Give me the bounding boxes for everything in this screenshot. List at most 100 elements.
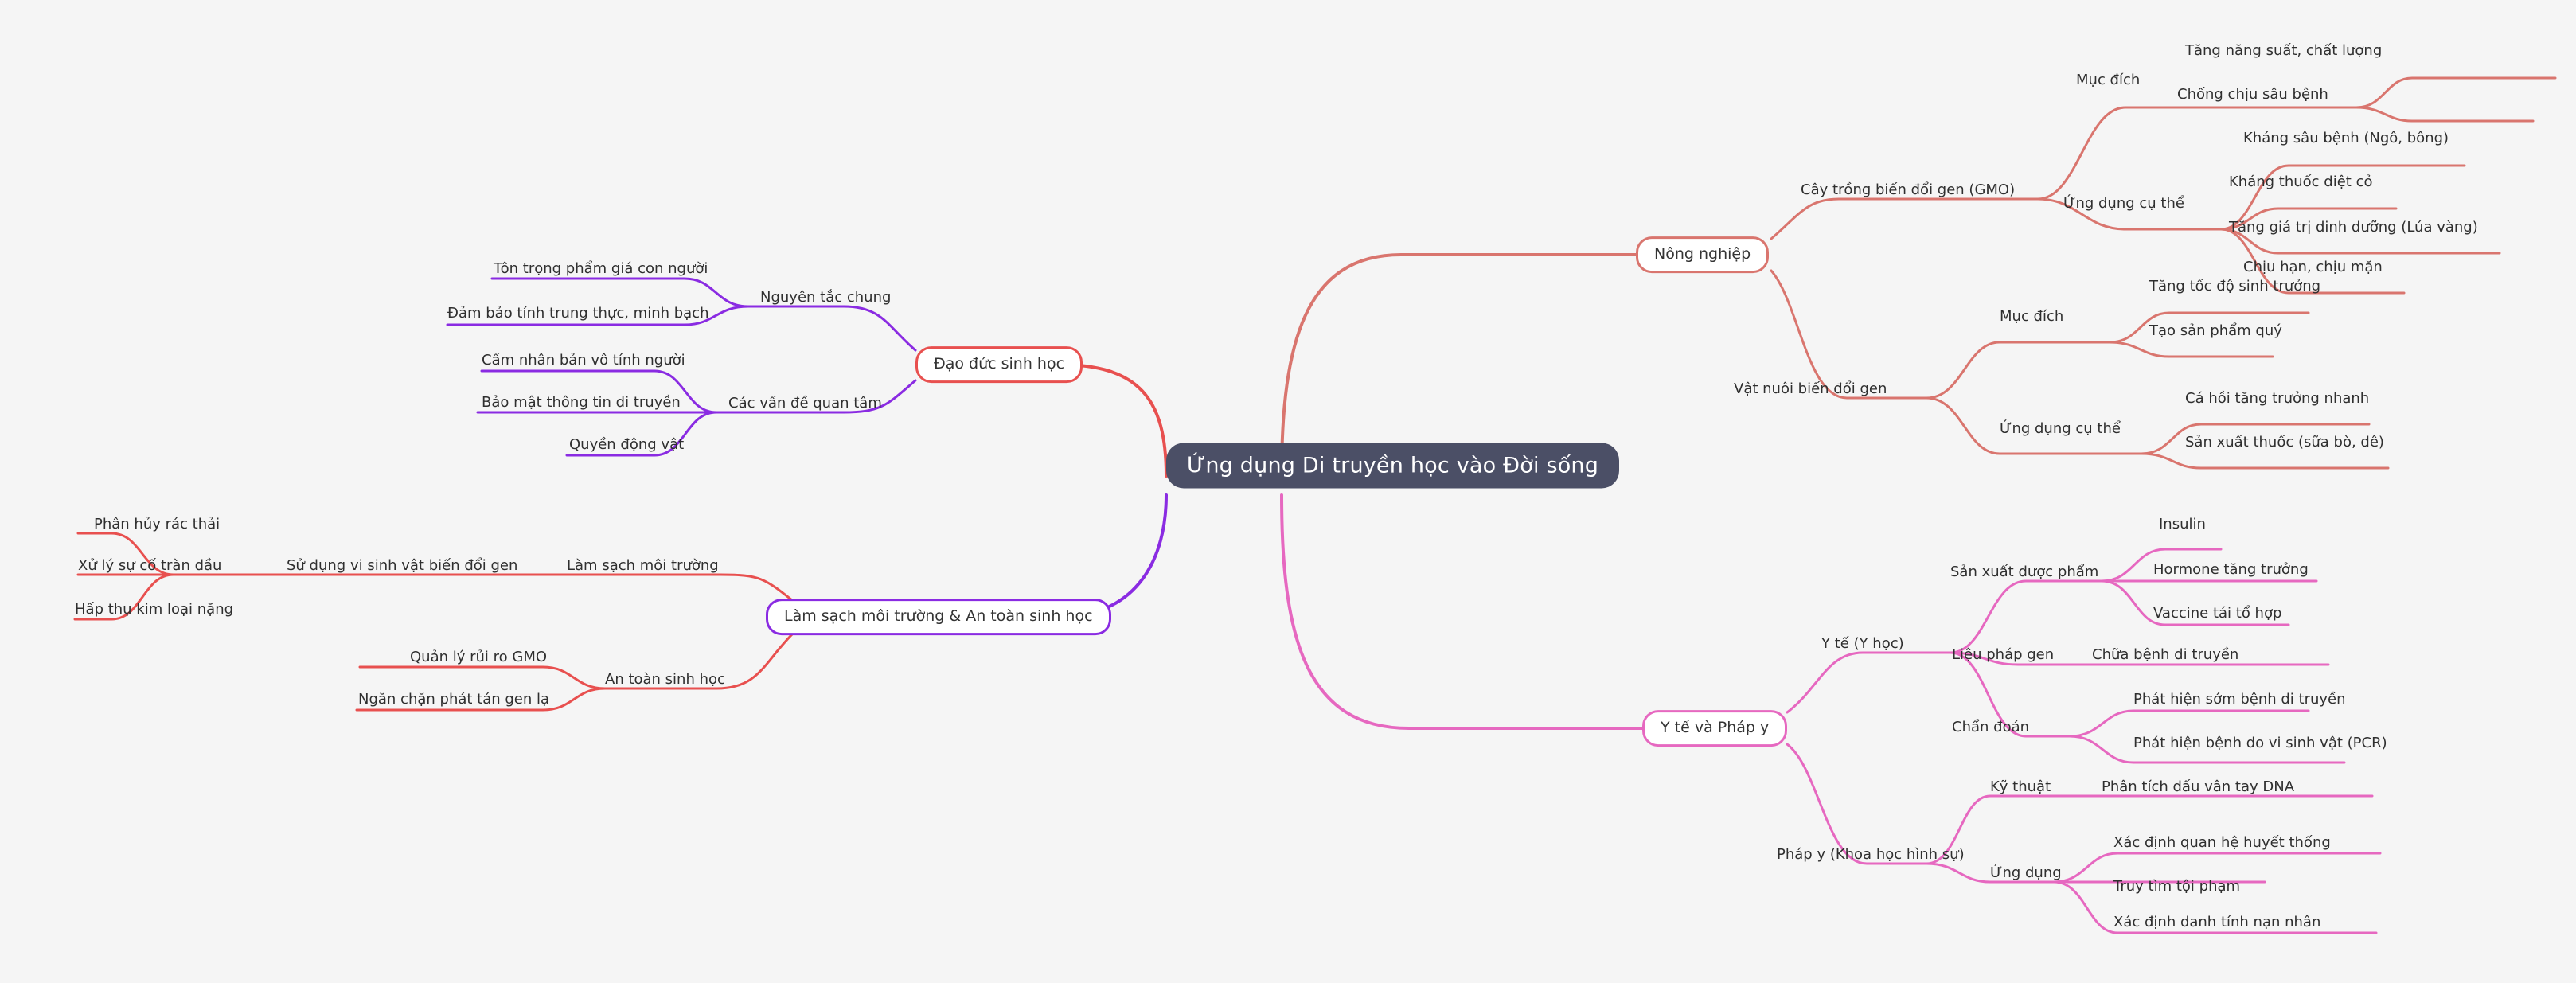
edge-root-medical [1280, 493, 1644, 731]
edge-animals-purpose-leaf-1 [2108, 341, 2274, 358]
leaf-principles-0-label: Tôn trọng phẩm giá con người [494, 260, 708, 277]
leaf-gene-therapy-0[interactable]: Chữa bệnh di truyền [2092, 646, 2238, 664]
leaf-issues-1-label: Bảo mật thông tin di truyền [482, 394, 681, 411]
node-gene-therapy-label: Liệu pháp gen [1952, 646, 2055, 663]
leaf-animals-purpose-1[interactable]: Tạo sản phẩm quý [2149, 322, 2282, 340]
node-health[interactable]: Y tế (Y học) [1821, 635, 1904, 653]
node-animals-apps-label: Ứng dụng cụ thể [2000, 420, 2121, 437]
branch-label-bioethics: Đạo đức sinh học [934, 355, 1065, 373]
leaf-clean-2[interactable]: Hấp thụ kim loại nặng [75, 601, 233, 618]
node-crops-purpose[interactable]: Mục đích [2076, 72, 2140, 89]
leaf-issues-2-label: Quyền động vật [569, 436, 685, 453]
leaf-crops-apps-0[interactable]: Kháng sâu bệnh (Ngô, bông) [2243, 130, 2449, 147]
leaf-pharma-2[interactable]: Vaccine tái tổ hợp [2153, 605, 2281, 622]
node-clean-environment-label: Làm sạch môi trường [567, 557, 719, 574]
node-biosafety-label: An toàn sinh học [605, 671, 725, 688]
node-animals-apps[interactable]: Ứng dụng cụ thể [2000, 420, 2121, 438]
leaf-forensics-apps-0-label: Xác định quan hệ huyết thống [2113, 834, 2331, 851]
leaf-forensics-apps-1[interactable]: Truy tìm tội phạm [2113, 878, 2240, 895]
leaf-diagnosis-0[interactable]: Phát hiện sớm bệnh di truyền [2133, 691, 2346, 708]
branch-label-medical: Y tế và Pháp y [1661, 719, 1770, 737]
node-diagnosis-label: Chẩn đoán [1952, 719, 2030, 735]
leaf-pharma-2-label: Vaccine tái tổ hợp [2153, 605, 2282, 622]
leaf-crops-purpose-1-label: Chống chịu sâu bệnh [2177, 86, 2328, 103]
node-health-label: Y tế (Y học) [1821, 635, 1904, 652]
node-principles-label: Nguyên tắc chung [760, 289, 892, 306]
leaf-animals-purpose-0[interactable]: Tăng tốc độ sinh trưởng [2149, 278, 2320, 295]
edge-crops-purpose-leaf-1 [2355, 106, 2535, 123]
leaf-biosafety-0[interactable]: Quản lý rủi ro GMO [410, 649, 547, 666]
leaf-crops-apps-2[interactable]: Tăng giá trị dinh dưỡng (Lúa vàng) [2229, 219, 2478, 236]
node-pharma[interactable]: Sản xuất dược phẩm [1950, 564, 2098, 581]
leaf-crops-apps-3[interactable]: Chịu hạn, chịu mặn [2243, 259, 2383, 276]
leaf-principles-1[interactable]: Đảm bảo tính trung thực, minh bạch [447, 305, 709, 322]
root-node[interactable]: Ứng dụng Di truyền học vào Đời sống [1166, 443, 1620, 489]
node-issues-label: Các vấn đề quan tâm [728, 395, 882, 412]
node-forensics-tech[interactable]: Kỹ thuật [1990, 778, 2051, 796]
node-diagnosis[interactable]: Chẩn đoán [1952, 719, 2029, 736]
leaf-forensics-apps-2[interactable]: Xác định danh tính nạn nhân [2113, 914, 2320, 931]
edge-animals-purpose [1925, 341, 2111, 400]
edge-agri-crops [1770, 197, 2039, 240]
leaf-diagnosis-0-label: Phát hiện sớm bệnh di truyền [2133, 691, 2346, 708]
node-forensics[interactable]: Pháp y (Khoa học hình sự) [1777, 846, 1965, 864]
leaf-principles-1-label: Đảm bảo tính trung thực, minh bạch [447, 305, 709, 322]
leaf-clean-2-label: Hấp thụ kim loại nặng [75, 601, 234, 618]
node-crops-gmo-label: Cây trồng biến đổi gen (GMO) [1801, 181, 2016, 198]
leaf-crops-apps-0-label: Kháng sâu bệnh (Ngô, bông) [2243, 130, 2449, 146]
branch-node-environment[interactable]: Làm sạch môi trường & An toàn sinh học [766, 599, 1111, 635]
leaf-biosafety-0-label: Quản lý rủi ro GMO [410, 649, 548, 665]
leaf-animals-apps-1-label: Sản xuất thuốc (sữa bò, dê) [2185, 434, 2384, 451]
leaf-biosafety-1[interactable]: Ngăn chặn phát tán gen lạ [358, 691, 549, 708]
edge-health-pharma [1949, 579, 2103, 654]
root-node-label: Ứng dụng Di truyền học vào Đời sống [1187, 453, 1599, 478]
node-forensics-apps[interactable]: Ứng dụng [1990, 864, 2062, 882]
leaf-clean-1[interactable]: Xử lý sự cố tràn dầu [78, 557, 221, 575]
leaf-issues-0[interactable]: Cấm nhân bản vô tính người [482, 352, 685, 369]
leaf-pharma-0[interactable]: Insulin [2159, 516, 2206, 533]
leaf-clean-0-label: Phân hủy rác thải [94, 516, 221, 532]
leaf-crops-purpose-1[interactable]: Chống chịu sâu bệnh [2177, 86, 2328, 103]
leaf-diagnosis-1[interactable]: Phát hiện bệnh do vi sinh vật (PCR) [2133, 735, 2387, 752]
branch-node-agriculture[interactable]: Nông nghiệp [1636, 236, 1770, 273]
edge-principles-leaf-0 [490, 277, 750, 308]
node-crops-gmo[interactable]: Cây trồng biến đổi gen (GMO) [1801, 181, 2015, 199]
edge-biosafety-leaf-0 [358, 665, 607, 690]
branch-node-bioethics[interactable]: Đạo đức sinh học [915, 346, 1083, 383]
leaf-forensics-tech-0-label: Phân tích dấu vân tay DNA [2102, 778, 2295, 795]
node-clean-environment-method[interactable]: Sử dụng vi sinh vật biến đổi gen [287, 557, 517, 575]
leaf-animals-apps-0[interactable]: Cá hồi tăng trưởng nhanh [2185, 390, 2369, 408]
leaf-pharma-0-label: Insulin [2159, 516, 2206, 532]
edge-bioethics-principles [747, 305, 917, 352]
node-biosafety[interactable]: An toàn sinh học [605, 671, 725, 688]
edge-diagnosis-leaf-0 [2068, 709, 2310, 738]
node-gene-therapy[interactable]: Liệu pháp gen [1952, 646, 2054, 664]
leaf-crops-purpose-0[interactable]: Tăng năng suất, chất lượng [2185, 42, 2382, 60]
leaf-clean-0[interactable]: Phân hủy rác thải [94, 516, 220, 533]
leaf-animals-apps-1[interactable]: Sản xuất thuốc (sữa bò, dê) [2185, 434, 2384, 451]
leaf-forensics-apps-2-label: Xác định danh tính nạn nhân [2113, 914, 2321, 930]
node-animals-gmo[interactable]: Vật nuôi biến đổi gen [1734, 380, 1887, 398]
node-issues[interactable]: Các vấn đề quan tâm [728, 395, 882, 412]
node-clean-environment[interactable]: Làm sạch môi trường [567, 557, 719, 575]
leaf-issues-2[interactable]: Quyền động vật [569, 436, 684, 454]
leaf-forensics-apps-0[interactable]: Xác định quan hệ huyết thống [2113, 834, 2331, 852]
leaf-forensics-tech-0[interactable]: Phân tích dấu vân tay DNA [2102, 778, 2294, 796]
leaf-pharma-1[interactable]: Hormone tăng trưởng [2153, 561, 2309, 579]
node-animals-purpose[interactable]: Mục đích [2000, 308, 2063, 326]
leaf-animals-purpose-1-label: Tạo sản phẩm quý [2149, 322, 2282, 339]
node-crops-apps[interactable]: Ứng dụng cụ thể [2063, 195, 2184, 213]
leaf-crops-apps-3-label: Chịu hạn, chịu mặn [2243, 259, 2383, 275]
leaf-animals-purpose-0-label: Tăng tốc độ sinh trưởng [2149, 278, 2321, 295]
leaf-principles-0[interactable]: Tôn trọng phẩm giá con người [494, 260, 708, 278]
leaf-biosafety-1-label: Ngăn chặn phát tán gen lạ [358, 691, 550, 708]
leaf-issues-1[interactable]: Bảo mật thông tin di truyền [482, 394, 681, 412]
node-principles[interactable]: Nguyên tắc chung [760, 289, 891, 306]
leaf-crops-apps-1[interactable]: Kháng thuốc diệt cỏ [2229, 174, 2373, 191]
node-pharma-label: Sản xuất dược phẩm [1950, 564, 2099, 580]
edge-agri-animals [1770, 269, 1928, 400]
branch-node-medical[interactable]: Y tế và Pháp y [1642, 710, 1788, 747]
node-animals-gmo-label: Vật nuôi biến đổi gen [1734, 380, 1887, 397]
edge-env-clean [92, 573, 798, 605]
